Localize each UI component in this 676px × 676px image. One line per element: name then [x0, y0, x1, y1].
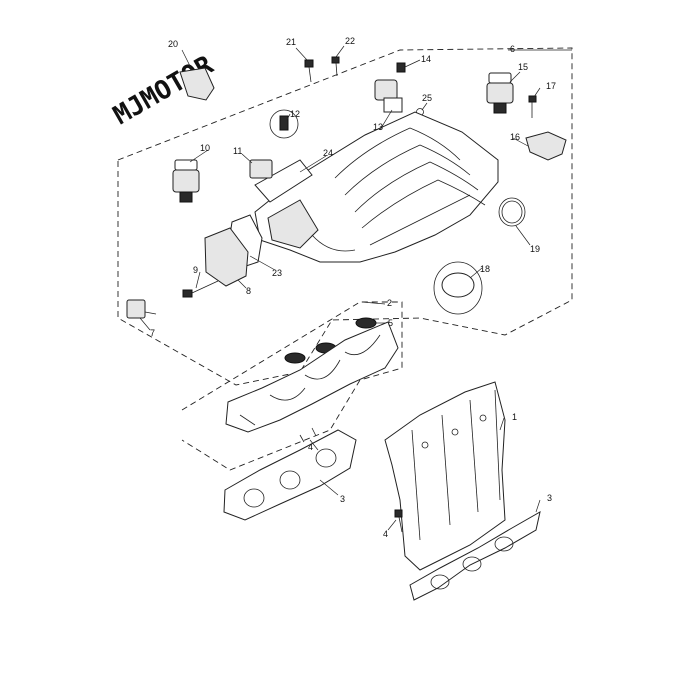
part-7-sensor — [126, 299, 157, 319]
part-18-gasket — [441, 272, 475, 298]
part-3-gasket-right-ports — [430, 536, 514, 590]
callout-25: 25 — [422, 93, 432, 103]
part-24-gasket — [254, 159, 313, 203]
callout-24: 24 — [323, 148, 333, 158]
part-11-connector — [249, 159, 273, 179]
part-4-bolt-right — [394, 509, 403, 533]
part-16-sensor — [525, 131, 567, 161]
callout-23: 23 — [272, 268, 282, 278]
callout-7: 7 — [150, 328, 155, 338]
part-4-studs-left — [299, 427, 317, 443]
part-12-sensor — [279, 115, 289, 131]
callout-4-left: 4 — [308, 442, 313, 452]
callout-2: 2 — [387, 298, 392, 308]
lower-intake-manifold — [384, 381, 506, 571]
callout-22: 22 — [345, 36, 355, 46]
part-9-bolt — [182, 280, 219, 298]
part-21-bolt — [304, 59, 314, 83]
part-15-valve — [486, 72, 514, 114]
callout-3-right: 3 — [547, 493, 552, 503]
part-19-o-ring-inner — [501, 200, 523, 224]
callout-14: 14 — [421, 54, 431, 64]
part-14-sensor — [374, 62, 406, 113]
part-19-o-ring — [498, 197, 526, 227]
callout-6: 6 — [510, 44, 515, 54]
part-10-valve — [172, 159, 200, 203]
part-18-gasket-frame — [433, 261, 483, 315]
exhaust-manifold-boundary — [181, 301, 403, 471]
part-8-throttle-body — [204, 227, 249, 287]
callout-15: 15 — [518, 62, 528, 72]
callout-18: 18 — [480, 264, 490, 274]
part-3-gasket-left — [223, 429, 357, 521]
callout-8: 8 — [246, 286, 251, 296]
callout-10: 10 — [200, 143, 210, 153]
callout-20: 20 — [168, 39, 178, 49]
callout-17: 17 — [546, 81, 556, 91]
callout-3-left: 3 — [340, 494, 345, 504]
part-20-bracket — [179, 67, 215, 101]
part-17-bolt — [528, 95, 537, 118]
callout-12: 12 — [290, 109, 300, 119]
part-22-bolt — [331, 56, 340, 77]
callout-19: 19 — [530, 244, 540, 254]
callout-numbers: 20 21 22 14 6 15 17 25 12 13 16 10 11 24… — [150, 36, 556, 539]
callout-4-right: 4 — [383, 529, 388, 539]
leader-lines — [139, 45, 572, 531]
callout-1: 1 — [512, 412, 517, 422]
callout-16: 16 — [510, 132, 520, 142]
part-12-callout-circle — [269, 109, 299, 139]
callout-13: 13 — [373, 122, 383, 132]
part-3-gasket-left-ports — [243, 448, 337, 508]
callout-5: 5 — [388, 318, 393, 328]
callout-11: 11 — [233, 146, 242, 156]
part-3-gasket-right — [409, 511, 541, 601]
callout-21: 21 — [286, 37, 296, 47]
callout-9: 9 — [193, 265, 198, 275]
exhaust-manifold — [225, 321, 399, 433]
